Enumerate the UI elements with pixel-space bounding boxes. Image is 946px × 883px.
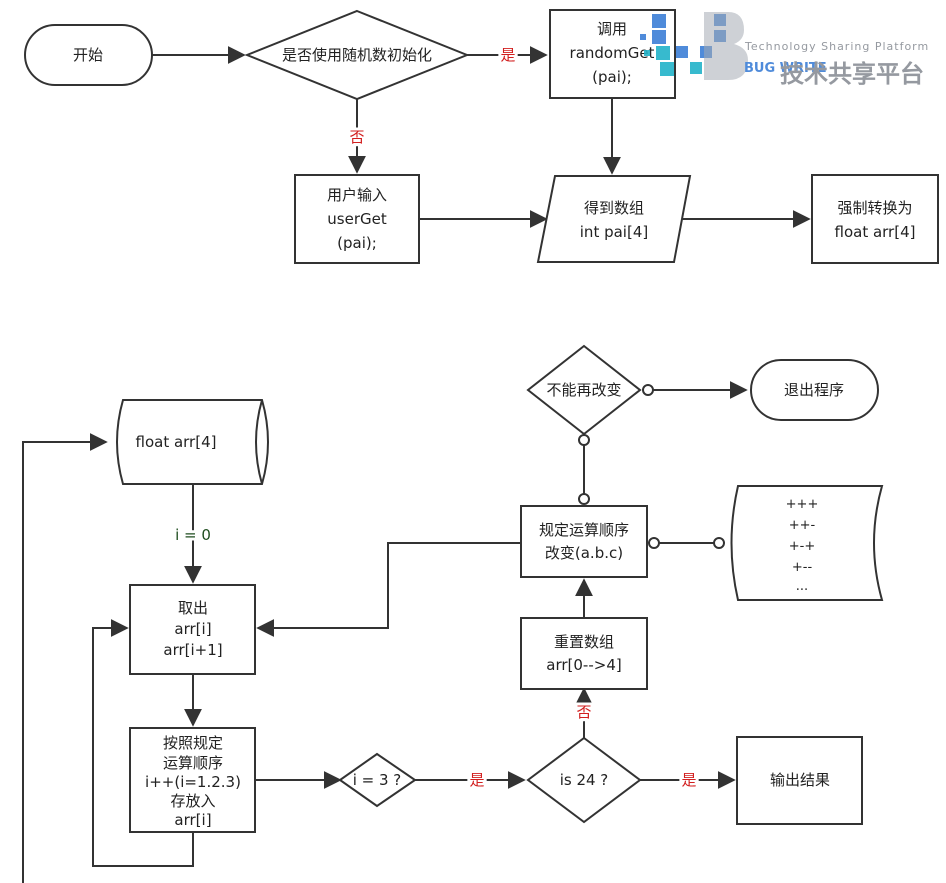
random-get-line-3: (pai); [592,68,632,86]
change-order-line-1: 规定运算顺序 [539,521,629,539]
change-order-node [520,505,648,578]
watermark-tagline: Technology Sharing Platform [744,40,929,53]
float-storage-label: float arr[4] [136,433,217,451]
get-array-line-2: int pai[4] [580,223,648,241]
connector-dot [648,537,660,549]
random-get-line-1: 调用 [597,20,627,38]
start-label: 开始 [73,46,103,64]
compute-store-line-3: i++(i=1.2.3) [145,773,241,791]
reset-array-line-1: 重置数组 [554,633,614,651]
edge-change-to-takeout [256,542,521,637]
edge-compute-loop-to-takeout [92,619,194,867]
order-list-item: ++- [789,518,816,533]
output-result-label: 输出结果 [770,771,830,789]
random-get-line-2: randomGet [570,44,655,62]
edge-label-no-reset: 否 [576,703,591,721]
connector-dot [713,537,725,549]
take-out-node [129,584,256,675]
compute-store-line-5: arr[i] [174,811,211,829]
cannot-change-label: 不能再改变 [546,381,621,399]
watermark-name-cn: 技术共享平台 [780,60,924,88]
get-array-line-1: 得到数组 [584,199,644,217]
edge-left-loop-to-storage [22,433,108,883]
edge-label-yes-output: 是 [681,771,696,789]
i-eq-3-decision-node [338,752,417,808]
get-array-node [536,175,692,263]
float-storage-curve [255,399,263,485]
order-list-item: ... [796,579,808,594]
i-eq-3-label: i = 3 ? [353,771,402,789]
compute-store-line-1: 按照规定 [163,734,223,752]
user-input-line-2: userGet [327,210,387,228]
user-input-line-1: 用户输入 [327,186,387,204]
order-list-storage-node [730,485,884,601]
connector-dot [642,384,654,396]
is-24-label: is 24 ? [560,771,609,789]
output-result-node [736,736,863,825]
watermark-b-mark [704,12,748,80]
edge-label-yes-random: 是 [500,46,515,64]
watermark-logo: BUG WRITE Technology Sharing Platform 技术… [640,12,929,88]
compute-store-node [129,727,256,833]
use-random-decision-node [244,9,470,101]
start-node [24,24,153,86]
change-order-line-2: 改变(a.b.c) [545,544,623,562]
watermark-logo-text: BUG WRITE [744,61,827,76]
cast-float-line-1: 强制转换为 [837,199,912,217]
take-out-line-3: arr[i+1] [163,641,222,659]
edge-label-yes-is24: 是 [469,771,484,789]
reset-array-node [520,617,648,690]
connector-dot [578,434,590,446]
take-out-line-2: arr[i] [174,620,211,638]
order-list-item: +-- [792,560,813,575]
cannot-change-decision-node [526,344,642,436]
cast-float-node [811,174,939,264]
connector-dot [578,493,590,505]
use-random-decision-label: 是否使用随机数初始化 [282,46,432,64]
user-input-line-3: (pai); [337,234,377,252]
edge-label-i-init: i = 0 [175,526,211,544]
compute-store-line-4: 存放入 [170,792,215,810]
cast-float-line-2: float arr[4] [835,223,916,241]
edge-label-no-userinput: 否 [349,128,364,146]
reset-array-line-2: arr[0-->4] [546,656,621,674]
watermark-w-mark [640,14,726,76]
user-input-node [294,174,420,264]
compute-store-line-2: 运算顺序 [163,754,223,772]
exit-program-node [750,359,879,421]
order-list-item: +-+ [789,539,815,554]
is-24-decision-node [526,736,642,824]
exit-program-label: 退出程序 [784,381,844,399]
take-out-line-1: 取出 [178,599,208,617]
order-list-item: +++ [786,497,819,512]
